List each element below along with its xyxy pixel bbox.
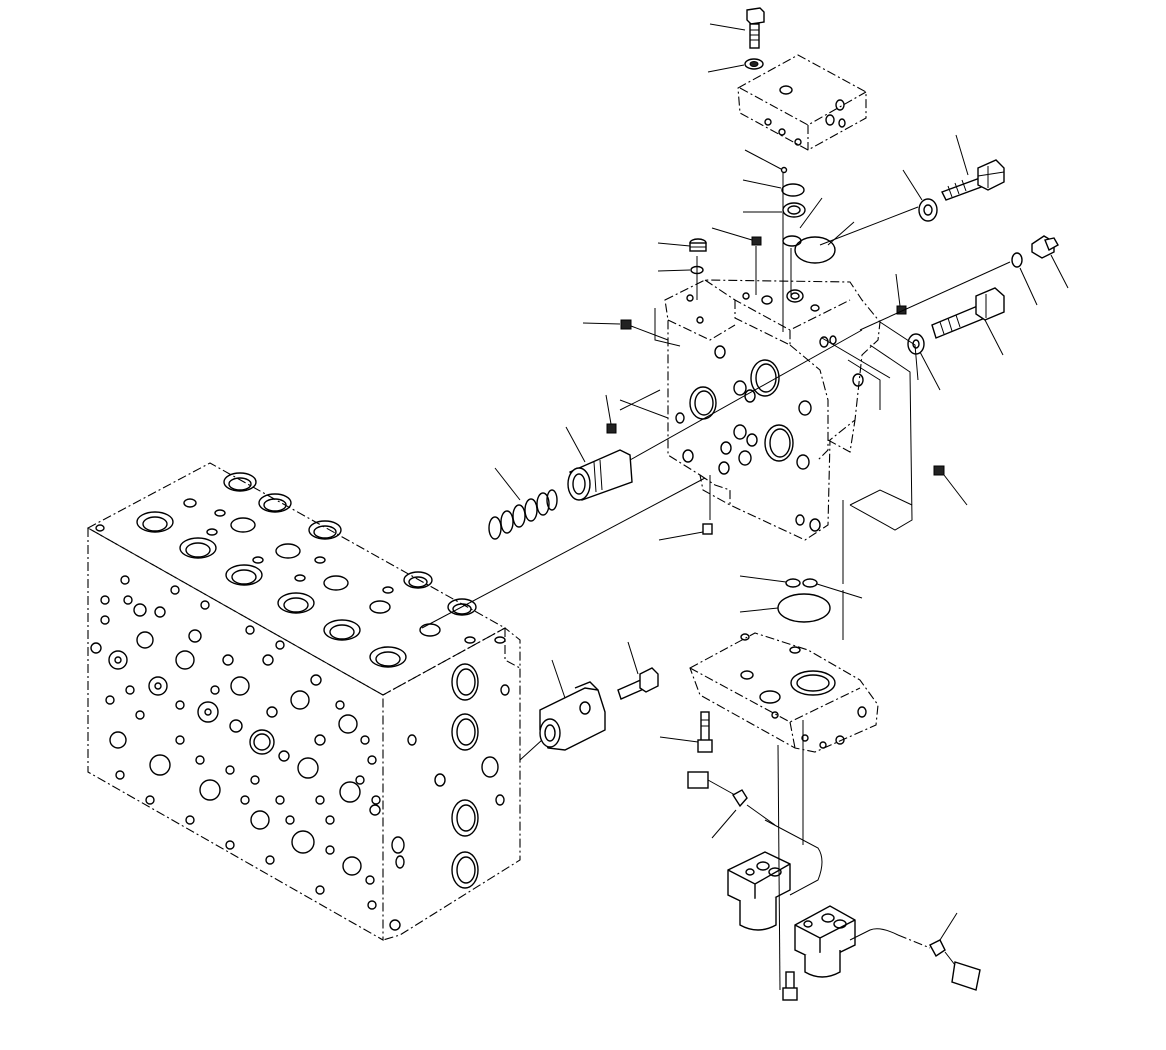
o-ring-pair: [739, 575, 863, 623]
o-ring-stack: [742, 149, 855, 264]
valve-section-body: [664, 279, 919, 541]
return-spring: [488, 467, 558, 540]
top-cover-plate: [737, 54, 867, 151]
end-cap: [519, 641, 659, 761]
assembly-lines: [421, 172, 919, 640]
end-plug: [1011, 235, 1069, 306]
pressure-sensor: [687, 771, 776, 839]
top-bolt: [709, 7, 765, 49]
main-valve-block: [86, 462, 521, 941]
flange-bolt-lower: [859, 261, 1011, 391]
spool-sleeve: [565, 329, 863, 501]
solenoid-valve: [727, 720, 931, 991]
plate-bolt: [659, 711, 713, 753]
wiring-connector: [929, 912, 981, 991]
flange-bolt-upper: [902, 134, 1005, 222]
small-fittings: [582, 227, 968, 541]
bottom-bolt: [782, 971, 798, 1001]
bottom-valve-plate: [689, 632, 879, 753]
top-washer: [707, 58, 764, 73]
